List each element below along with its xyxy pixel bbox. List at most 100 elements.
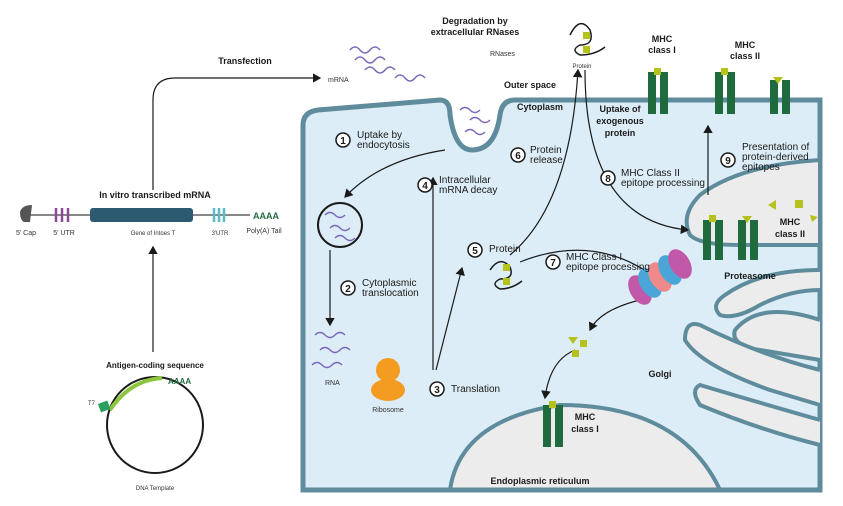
mhc1-label-2: class I — [648, 45, 676, 55]
rnases-label: RNases — [490, 51, 515, 58]
svg-text:Translation: Translation — [451, 384, 500, 395]
golgi-stack-4 — [693, 382, 821, 447]
er-label: Endoplasmic reticulum — [490, 476, 589, 486]
svg-text:3: 3 — [434, 385, 440, 396]
ivt-title: In vitro transcribed mRNA — [99, 190, 211, 200]
polya-label: Poly(A) Tail — [246, 228, 282, 235]
cytoplasmic-protein-icon — [489, 261, 523, 290]
svg-text:9: 9 — [725, 156, 731, 167]
degradation-label-2: extracellular RNases — [431, 27, 520, 37]
cap-icon — [20, 205, 32, 222]
svg-text:7: 7 — [550, 258, 556, 269]
peptides — [568, 337, 587, 357]
svg-text:epitope processing: epitope processing — [566, 262, 650, 273]
svg-text:epitopes: epitopes — [742, 162, 780, 173]
mhc2-label-2: class II — [730, 51, 760, 61]
vesicle — [317, 202, 363, 248]
step-3: 3 Translation — [429, 381, 500, 397]
transfection-arrow — [152, 73, 322, 190]
arrow-6 — [509, 68, 583, 256]
svg-text:4: 4 — [422, 181, 428, 192]
ivt-mrna: In vitro transcribed mRNA AAAA 5' Cap 5'… — [16, 190, 282, 237]
golgi-stack-1 — [714, 268, 821, 319]
svg-text:epitope processing: epitope processing — [621, 178, 705, 189]
svg-text:Uptake by: Uptake by — [357, 130, 402, 141]
transfection-label: Transfection — [218, 56, 272, 66]
mrna-label: mRNA — [328, 77, 349, 84]
extracellular-mrna — [349, 46, 426, 82]
mhc2-inner-label-2: class II — [775, 229, 805, 239]
arrow-1 — [344, 149, 446, 198]
svg-text:Cytoplasmic: Cytoplasmic — [362, 278, 416, 289]
svg-text:translocation: translocation — [362, 288, 419, 299]
dna-template-label: DNA Template — [136, 486, 175, 492]
step-5: 5 Protein — [467, 242, 521, 258]
cap-label: 5' Cap — [16, 230, 36, 237]
surface-mhc-class-i: MHC class I — [648, 34, 676, 114]
mhc1-inner-label: MHC — [575, 412, 596, 422]
plasmid-polya: AAAA — [168, 377, 191, 386]
polya-seq: AAAA — [253, 211, 279, 221]
antigen-seq-label: Antigen-coding sequence — [106, 361, 204, 370]
golgi-stack-3 — [682, 322, 821, 407]
svg-text:MHC Class II: MHC Class II — [621, 168, 680, 179]
cytoplasm-label: Cytoplasm — [517, 102, 563, 112]
arrow-proteasome — [588, 299, 641, 332]
utr5-icon — [54, 208, 70, 222]
svg-text:endocytosis: endocytosis — [357, 140, 410, 151]
cytoplasmic-rna — [311, 331, 351, 369]
proteasome-icon — [628, 249, 692, 305]
svg-text:8: 8 — [605, 174, 611, 185]
svg-text:Protein: Protein — [489, 244, 521, 255]
uptake-exo-label: Uptake of — [599, 104, 641, 114]
svg-text:Presentation of: Presentation of — [742, 142, 809, 153]
mhc1-label: MHC — [652, 34, 673, 44]
svg-text:Protein: Protein — [530, 145, 562, 156]
endosome-mrna — [459, 106, 491, 136]
mhc2-label: MHC — [735, 40, 756, 50]
utr3-label: 3'UTR — [212, 231, 229, 237]
svg-text:2: 2 — [345, 284, 351, 295]
mhc2-inner-label: MHC — [780, 217, 801, 227]
utr3-icon — [212, 208, 226, 222]
protein-label: Protein — [572, 64, 591, 70]
svg-text:5: 5 — [472, 246, 478, 257]
ribosome-icon — [371, 358, 405, 401]
svg-text:MHC Class I: MHC Class I — [566, 252, 622, 263]
uptake-exo-label-3: protein — [605, 128, 636, 138]
compartment-mhc-class-ii: MHC class II — [703, 200, 818, 260]
svg-text:release: release — [530, 155, 563, 166]
degradation-label: Degradation by — [442, 16, 508, 26]
gene-block — [90, 208, 193, 222]
svg-text:6: 6 — [515, 151, 521, 162]
proteasome-label: Proteasome — [724, 271, 776, 281]
mhc1-inner-label-2: class I — [571, 424, 599, 434]
arrow-3 — [435, 266, 465, 371]
dna-template: Antigen-coding sequence T7 AAAA DNA Temp… — [88, 361, 204, 492]
rnase-icons — [426, 44, 480, 78]
surface-mhc-class-ii: MHC class II — [715, 40, 790, 114]
ribosome-label: Ribosome — [372, 407, 404, 414]
er-mhc-class-i: MHC class I — [543, 401, 599, 447]
arrow-er — [541, 349, 576, 400]
svg-text:mRNA decay: mRNA decay — [439, 185, 497, 196]
svg-text:protein-derived: protein-derived — [742, 152, 809, 163]
gene-label: Gene of Intoes T — [131, 231, 176, 237]
endoplasmic-reticulum — [447, 402, 724, 492]
outer-space-label: Outer space — [504, 80, 556, 90]
svg-text:1: 1 — [340, 136, 346, 147]
svg-text:Intracellular: Intracellular — [439, 175, 491, 186]
rna-label: RNA — [325, 380, 340, 387]
uptake-exo-label-2: exogenous — [596, 116, 644, 126]
golgi-label: Golgi — [649, 369, 672, 379]
utr5-label: 5' UTR — [53, 230, 75, 237]
t7-label: T7 — [88, 401, 96, 407]
